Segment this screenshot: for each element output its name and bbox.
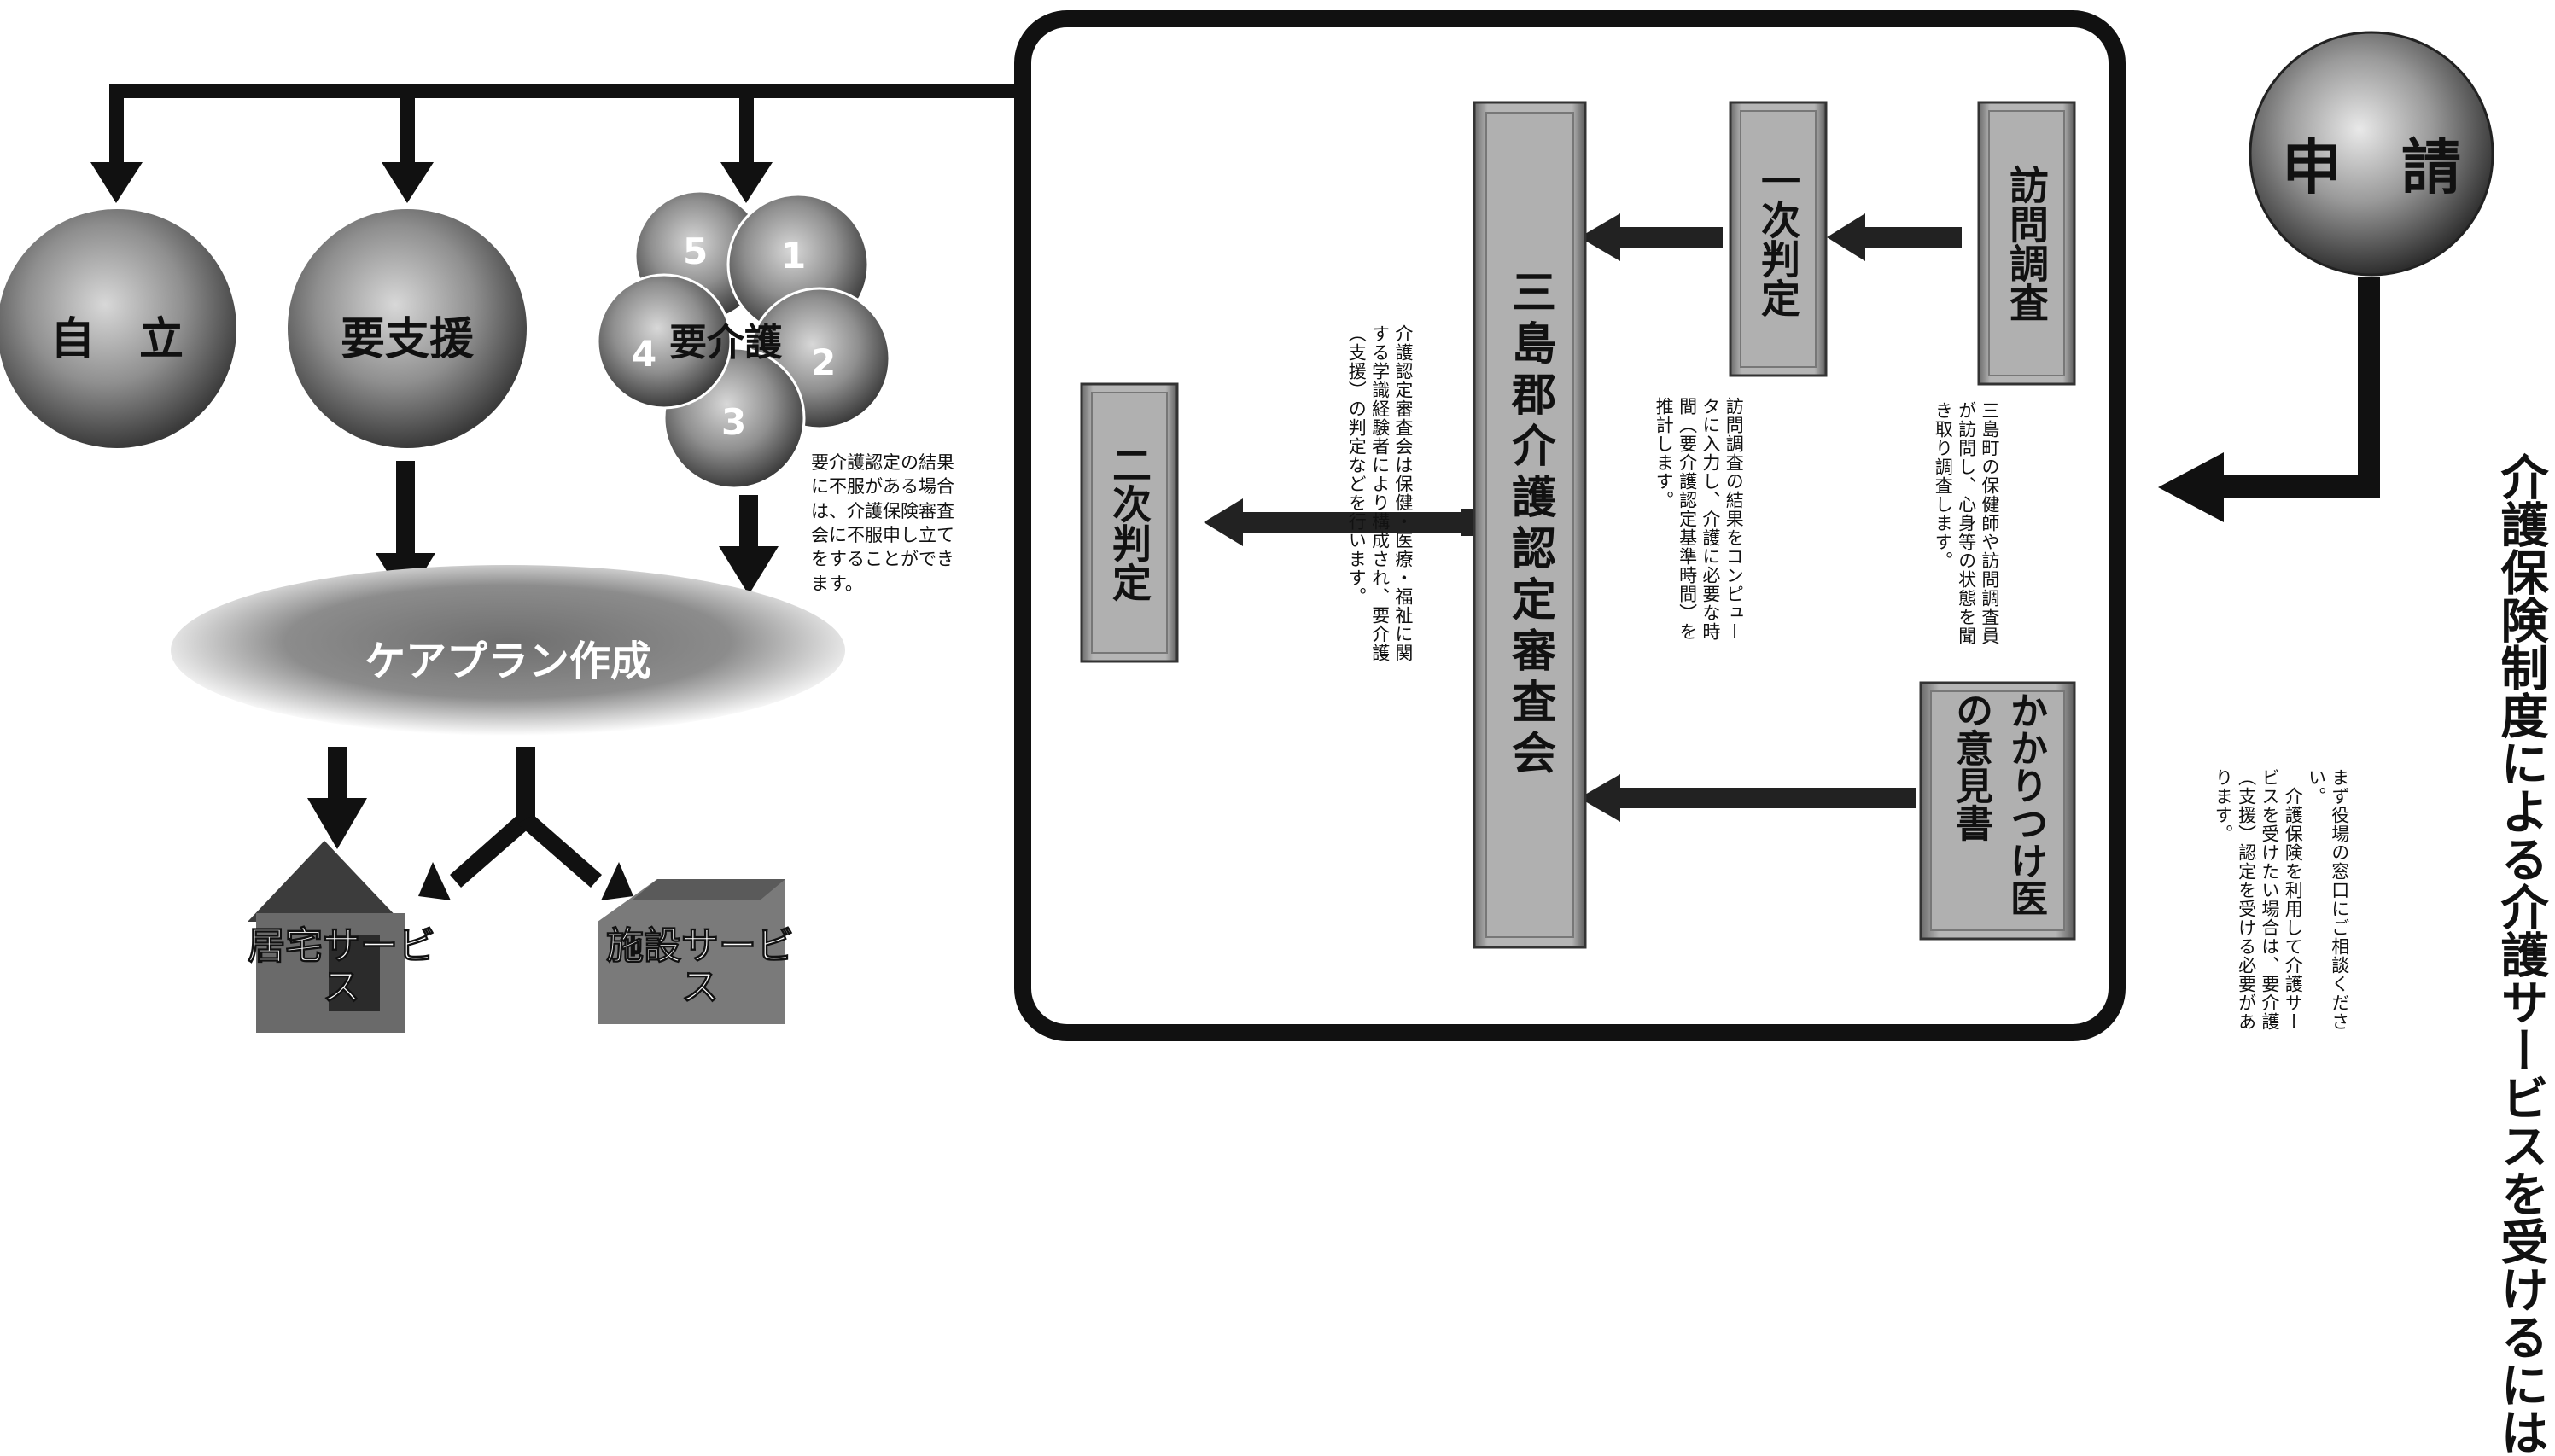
second-judgment-label: 二次判定 bbox=[1106, 444, 1152, 602]
drop-arrow bbox=[90, 84, 143, 203]
care-plan-ellipse bbox=[171, 565, 845, 736]
committee-label: 三島郡介護認定審査会 bbox=[1503, 269, 1555, 781]
care-level-5: 5 bbox=[683, 230, 709, 272]
doctor-to-committee-arrow bbox=[1579, 774, 1916, 822]
first-to-committee-arrow bbox=[1579, 213, 1723, 261]
facility-icon bbox=[598, 879, 785, 1024]
care-level-4: 4 bbox=[632, 333, 657, 375]
committee-connector bbox=[1461, 509, 1475, 536]
drop-arrow bbox=[382, 84, 434, 203]
doctor-label: かかりつけ医の意見書 bbox=[1949, 691, 2047, 917]
apply-circle bbox=[2249, 31, 2494, 277]
independent-label: 自 立 bbox=[50, 314, 184, 365]
visit-label: 訪問調査 bbox=[2004, 165, 2050, 322]
home-service-label: 居宅サービス bbox=[248, 924, 436, 1010]
page-title: 介護保険制度による介護サービスを受けるには bbox=[2493, 452, 2548, 1456]
committee-to-second-arrow bbox=[1204, 498, 1464, 546]
care-level-3: 3 bbox=[721, 401, 747, 443]
visit-note: 三島町の保健師や訪問調査員が訪問し、心身等の状態を聞き取り調査します。 bbox=[1933, 401, 2000, 645]
apply-arrow-path bbox=[2220, 277, 2380, 498]
support-label: 要支援 bbox=[340, 314, 474, 365]
second-judgment-box bbox=[1080, 382, 1179, 663]
first-judgment-label: 一次判定 bbox=[1755, 160, 1801, 317]
care-down-arrow bbox=[719, 495, 779, 595]
support-circle bbox=[288, 209, 527, 448]
house-icon bbox=[248, 841, 405, 1033]
home-down-arrow bbox=[307, 747, 367, 849]
care-plan-label: ケアプラン作成 bbox=[364, 638, 651, 685]
appeal-note: 要介護認定の結果に不服がある場合は、介護保険審査会に不服申し立てをすることができ… bbox=[811, 452, 954, 594]
care-cluster bbox=[596, 189, 891, 490]
split-arrow bbox=[418, 747, 633, 900]
drop-arrow bbox=[720, 84, 773, 203]
apply-arrow-head bbox=[2158, 452, 2224, 522]
independent-circle bbox=[0, 209, 236, 448]
visit-to-first-arrow bbox=[1827, 213, 1962, 261]
visit-box bbox=[1977, 101, 2076, 386]
care-level-1: 1 bbox=[781, 235, 807, 277]
flow-diagram bbox=[0, 10, 2494, 1041]
committee-note: 介護認定審査会は保健・医療・福祉に関する学識経験者により構成され、要介護（支援）… bbox=[1346, 324, 1414, 662]
apply-note: まず役場の窓口にご相談ください。 介護保険を利用して介護サービスを受けたい場合は… bbox=[2213, 768, 2350, 1031]
apply-label: 申 請 bbox=[2282, 132, 2461, 202]
care-level-2: 2 bbox=[811, 341, 837, 383]
committee-box bbox=[1473, 101, 1587, 949]
first-judgment-box bbox=[1729, 101, 1828, 377]
care-label: 要介護 bbox=[669, 321, 782, 364]
first-judgment-note: 訪問調査の結果をコンピュータに入力し、介護に必要な時間（要介護認定基準時間）を推… bbox=[1654, 397, 1745, 641]
facility-service-label: 施設サービス bbox=[606, 924, 795, 1010]
distribution-line bbox=[109, 84, 1031, 98]
doctor-box bbox=[1919, 681, 2076, 941]
